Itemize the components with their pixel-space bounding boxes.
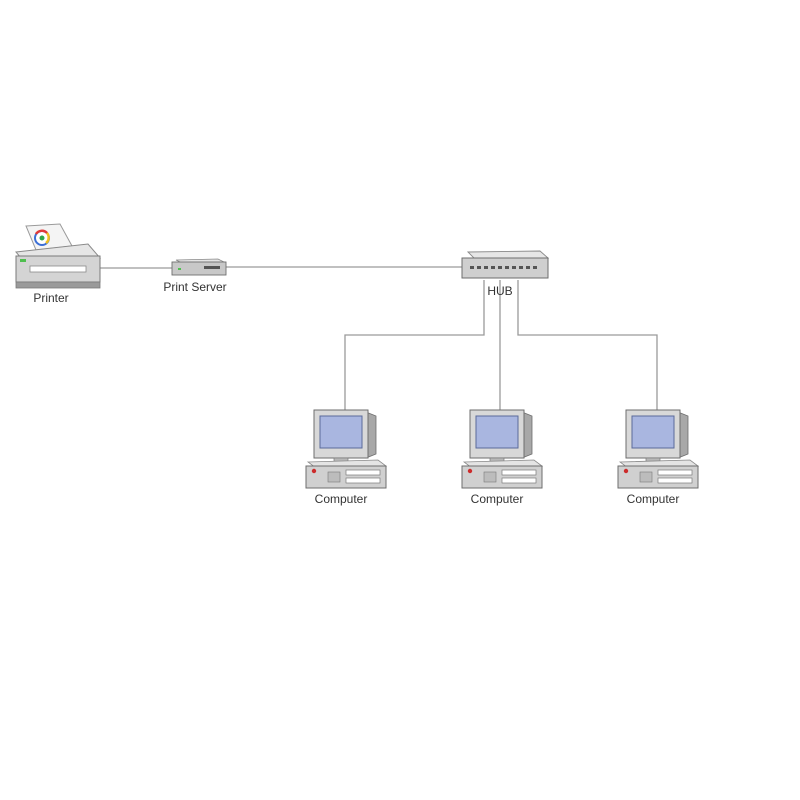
hub-port-icon <box>470 266 474 269</box>
hub-port-icon <box>491 266 495 269</box>
computer-icon <box>305 409 388 489</box>
power-light-icon <box>311 468 317 474</box>
monitor-screen <box>319 415 363 449</box>
power-light-icon <box>623 468 629 474</box>
print-server-icon <box>171 258 227 276</box>
link-hub-computer-1 <box>344 280 485 412</box>
print-server-label: Print Server <box>163 280 227 294</box>
link-hub-computer-3 <box>517 280 658 412</box>
computer-label-1: Computer <box>314 492 368 506</box>
computer-label-2: Computer <box>470 492 524 506</box>
printer-icon <box>15 223 102 289</box>
connections <box>100 266 658 412</box>
hub-port-icon <box>498 266 502 269</box>
monitor-screen <box>631 415 675 449</box>
computer-icon <box>617 409 700 489</box>
hub-port-icon <box>484 266 488 269</box>
hub-port-icon <box>477 266 481 269</box>
computer-label-3: Computer <box>626 492 680 506</box>
hub-icon <box>461 250 550 279</box>
hub-port-icon <box>519 266 523 269</box>
monitor-screen <box>475 415 519 449</box>
hub-label: HUB <box>487 284 513 298</box>
computers-group <box>305 409 700 489</box>
hub-port-icon <box>505 266 509 269</box>
power-light-icon <box>467 468 473 474</box>
hub-port-icon <box>512 266 516 269</box>
hub-port-icon <box>526 266 530 269</box>
hub-port-icon <box>533 266 537 269</box>
computer-icon <box>461 409 544 489</box>
printer-label: Printer <box>33 291 69 305</box>
